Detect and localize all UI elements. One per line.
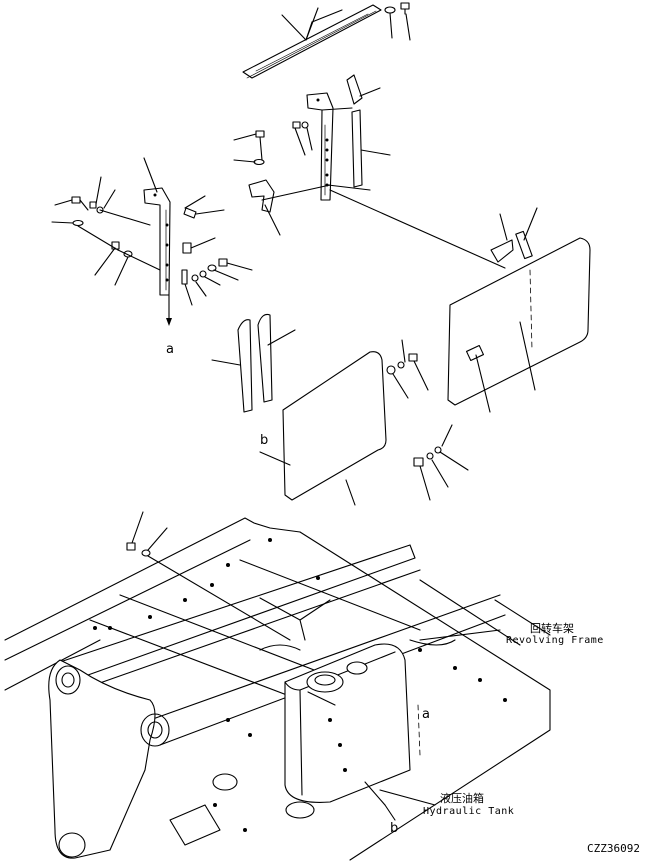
reference-b-upper: b [260, 433, 269, 448]
drawing-code: CZZ36092 [587, 842, 640, 855]
hydraulic-tank-label-en: Hydraulic Tank [423, 806, 515, 817]
revolving-frame-label-en: Revolving Frame [506, 635, 604, 646]
long-rail-bracket [242, 4, 382, 79]
hydraulic-tank [284, 643, 421, 821]
hydraulic-tank-label-cn: 液压油箱 [440, 792, 484, 805]
lower-bolt-group [126, 511, 291, 641]
revolving-frame [4, 517, 551, 861]
top-washer [384, 6, 396, 39]
reference-a-lower: a [422, 707, 430, 722]
side-seals [211, 313, 296, 413]
right-cover-panel [447, 207, 591, 413]
left-bracket-leaders [143, 157, 172, 326]
reference-b-lower: b [390, 821, 399, 836]
angle-bracket [248, 179, 281, 236]
upper-right-bracket [306, 92, 334, 201]
left-bracket [143, 187, 171, 296]
left-cover-panel [259, 351, 387, 506]
seal-strip-long [351, 109, 391, 188]
left-bracket-hardware [181, 195, 253, 306]
upper-right-leaders [261, 107, 506, 269]
seal-strip-small [346, 74, 381, 105]
rail-bracket-leaders [281, 7, 343, 41]
revolving-frame-label-cn: 回转车架 [530, 622, 574, 635]
right-panel-bolts [386, 339, 469, 501]
frame-label-leaders [379, 629, 501, 806]
upper-bolts [233, 121, 313, 166]
top-bolt [400, 2, 411, 41]
left-side-bolts [51, 176, 161, 286]
reference-a-upper: a [166, 342, 174, 357]
